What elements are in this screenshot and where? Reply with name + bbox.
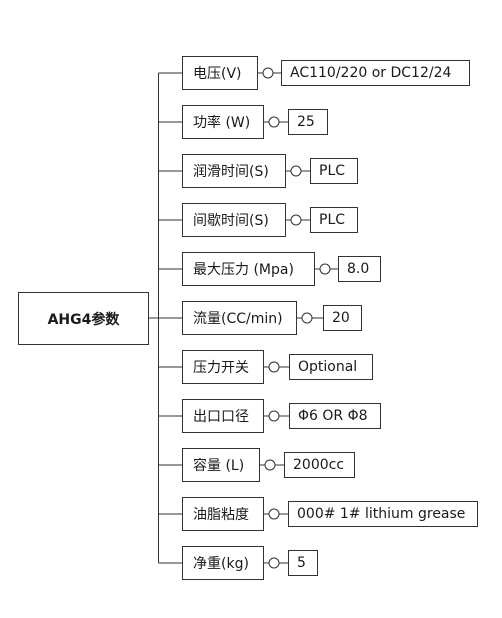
param-label: 容量 (L) [193, 458, 245, 474]
param-label-box: 功率 (W) [182, 105, 264, 139]
param-label: 净重(kg) [193, 556, 249, 572]
param-value: 5 [297, 555, 306, 571]
param-value-box: 000# 1# lithium grease [288, 501, 478, 527]
param-value-box: Optional [289, 354, 373, 380]
param-label: 间歇时间(S) [193, 213, 269, 229]
param-label-box: 润滑时间(S) [182, 154, 286, 188]
connector-circle [290, 165, 302, 177]
connector-circle [301, 312, 313, 324]
param-value: Optional [298, 359, 358, 375]
connector-circle [268, 508, 280, 520]
param-label-box: 间歇时间(S) [182, 203, 286, 237]
param-value-box: PLC [310, 158, 358, 184]
param-label-box: 电压(V) [182, 56, 258, 90]
param-label: 压力开关 [193, 360, 249, 376]
param-label-box: 压力开关 [182, 350, 264, 384]
param-value: 2000cc [293, 457, 345, 473]
connector-circle [268, 557, 280, 569]
connector-circle [262, 67, 274, 79]
param-label: 出口口径 [193, 409, 249, 425]
param-value: 8.0 [347, 261, 370, 277]
param-value-box: 8.0 [338, 256, 381, 282]
param-value-box: 20 [323, 305, 362, 331]
param-value: 25 [297, 114, 315, 130]
param-value-box: 5 [288, 550, 318, 576]
connector-circle [268, 361, 280, 373]
param-value: AC110/220 or DC12/24 [290, 65, 452, 81]
param-value-box: 25 [288, 109, 328, 135]
param-value: Φ6 OR Φ8 [298, 408, 368, 424]
param-label: 电压(V) [193, 66, 242, 82]
param-value-box: Φ6 OR Φ8 [289, 403, 381, 429]
param-value: 000# 1# lithium grease [297, 506, 466, 522]
param-label-box: 流量(CC/min) [182, 301, 297, 335]
param-value: 20 [332, 310, 350, 326]
root-node: AHG4参数 [18, 292, 149, 345]
param-label: 功率 (W) [193, 115, 251, 131]
connector-circle [290, 214, 302, 226]
param-label-box: 容量 (L) [182, 448, 260, 482]
param-value-box: PLC [310, 207, 358, 233]
param-value: PLC [319, 163, 346, 179]
param-label: 油脂粘度 [193, 507, 249, 523]
root-label: AHG4参数 [47, 311, 120, 328]
param-label: 最大压力 (Mpa) [193, 262, 294, 278]
connector-circle [268, 410, 280, 422]
param-value: PLC [319, 212, 346, 228]
connector-circle [264, 459, 276, 471]
param-label: 流量(CC/min) [193, 311, 283, 327]
param-label-box: 最大压力 (Mpa) [182, 252, 315, 286]
param-label-box: 出口口径 [182, 399, 264, 433]
param-label-box: 油脂粘度 [182, 497, 264, 531]
param-label: 润滑时间(S) [193, 164, 269, 180]
param-value-box: AC110/220 or DC12/24 [281, 60, 470, 86]
param-label-box: 净重(kg) [182, 546, 264, 580]
connector-circle [319, 263, 331, 275]
param-value-box: 2000cc [284, 452, 355, 478]
connector-circle [268, 116, 280, 128]
